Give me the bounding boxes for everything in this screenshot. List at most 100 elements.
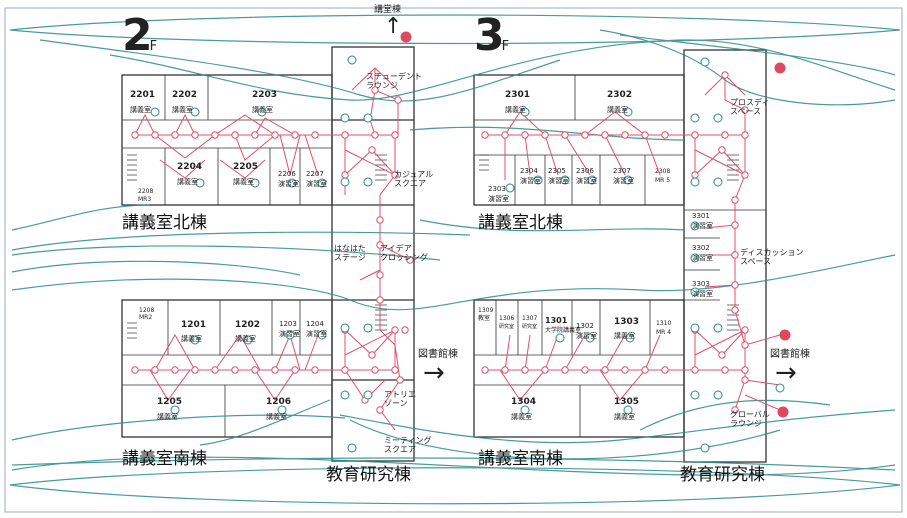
room-1303: 1303 [614, 317, 640, 327]
room-2206-type: 演習室 [278, 180, 299, 188]
room-1309-type: 教室 [478, 315, 491, 322]
room-3303: 3303 [692, 280, 710, 288]
room-1204-type: 演習室 [306, 330, 327, 338]
room-2203-type: 講義室 [252, 106, 273, 114]
space-prosody-space: プロスディ スペース [730, 98, 770, 116]
room-3302-type: 演習室 [692, 254, 713, 262]
room-2304: 2304 [520, 167, 538, 175]
room-1208: 1208 [139, 307, 155, 314]
room-2306-type: 演習室 [576, 177, 597, 185]
space-discussion-space: ディスカッション スペース [740, 248, 804, 266]
room-2208-type: MR3 [138, 196, 152, 203]
room-3303-type: 演習室 [692, 290, 713, 298]
room-2202: 2202 [172, 90, 198, 100]
space-meeting-square: ミーティング スクエア [384, 436, 432, 454]
route-lines [134, 67, 781, 431]
room-1205-type: 講義室 [157, 413, 178, 421]
room-1306: 1306 [499, 315, 515, 322]
direction-library-3f: 図書館棟 [770, 349, 810, 360]
room-1306-type: 研究室 [499, 324, 515, 330]
space-student-lounge: スチューデント ラウンジ [366, 72, 422, 90]
room-1203: 1203 [279, 320, 297, 328]
room-1304: 1304 [511, 397, 537, 407]
room-2302-type: 講義室 [607, 106, 628, 114]
border [4, 7, 903, 513]
building-north-3f: 講義室北棟 [478, 213, 563, 233]
room-1206-type: 講義室 [266, 413, 287, 421]
room-2207-type: 演習室 [306, 180, 327, 188]
room-2306: 2306 [576, 167, 594, 175]
room-1302-type: 演習室 [576, 332, 597, 340]
room-2301: 2301 [505, 90, 531, 100]
room-2204: 2204 [177, 162, 203, 172]
room-1205: 1205 [157, 397, 183, 407]
walls-3f [473, 49, 767, 463]
room-2302: 2302 [607, 90, 633, 100]
room-1305-type: 講義室 [614, 413, 635, 421]
up-arrow-icon: ↑ [384, 14, 403, 39]
right-arrow-icon: → [775, 358, 797, 388]
room-1204: 1204 [306, 320, 324, 328]
flow-lines [9, 14, 901, 505]
right-arrow-icon: → [423, 358, 445, 388]
space-casual-square: カジュアル スクエア [394, 170, 434, 188]
room-2202-type: 講義室 [172, 106, 193, 114]
room-1307: 1307 [522, 315, 538, 322]
direction-lecture-building: 講堂棟 [374, 5, 402, 15]
space-atelier: アトリエ ゾーン [384, 390, 416, 408]
room-1206: 1206 [266, 397, 292, 407]
building-research-2f: 教育研究棟 [326, 465, 411, 485]
room-1309: 1309 [478, 307, 494, 314]
room-2304-type: 演習室 [520, 177, 541, 185]
route-nodes [131, 71, 749, 414]
space-idea-crossing: アイデア クロッシング [380, 244, 428, 262]
floor-label-3f: 3F [474, 14, 509, 69]
room-markers [150, 55, 785, 453]
direction-library-2f: 図書館棟 [418, 349, 458, 360]
floor-suffix: F [501, 39, 510, 54]
room-2307-type: 演習室 [613, 177, 634, 185]
floor-label-2f: 2F [122, 14, 157, 69]
room-1208-type: MR2 [139, 314, 153, 321]
room-1304-type: 講義室 [511, 413, 532, 421]
room-2205-type: 講義室 [233, 178, 254, 186]
room-1203-type: 演習室 [279, 330, 300, 338]
room-3301: 3301 [692, 212, 710, 220]
room-2303-type: 演習室 [488, 195, 509, 203]
room-2308-type: MR 5 [655, 177, 671, 184]
room-1301-type: 大学院講義室 [545, 327, 582, 334]
stairs [127, 154, 739, 339]
room-3301-type: 演習室 [692, 222, 713, 230]
room-2301-type: 講義室 [505, 106, 526, 114]
room-2205: 2205 [233, 162, 259, 172]
space-hanahata-stage: はなはた ステージ [334, 244, 366, 262]
room-2305-type: 演習室 [548, 177, 569, 185]
building-south-2f: 講義室南棟 [122, 449, 207, 469]
room-1310-type: MR 4 [656, 329, 672, 336]
room-2305: 2305 [548, 167, 566, 175]
building-north-2f: 講義室北棟 [122, 213, 207, 233]
building-research-3f: 教育研究棟 [680, 465, 765, 485]
space-global-lounge: グローバル ラウンジ [730, 410, 770, 428]
floor-number: 2 [122, 10, 153, 61]
room-1307-type: 研究室 [522, 324, 538, 330]
destination-markers [400, 31, 791, 418]
building-south-3f: 講義室南棟 [478, 449, 563, 469]
room-2207: 2207 [306, 170, 324, 178]
room-2201-type: 講義室 [130, 106, 151, 114]
room-3302: 3302 [692, 244, 710, 252]
room-1201: 1201 [181, 320, 207, 330]
room-2204-type: 講義室 [177, 178, 198, 186]
room-2308: 2308 [655, 168, 671, 175]
room-1310: 1310 [656, 320, 672, 327]
floor-suffix: F [149, 39, 158, 54]
room-2203: 2203 [252, 90, 278, 100]
room-1303-type: 講義室 [614, 332, 635, 340]
room-1201-type: 講義室 [181, 335, 202, 343]
room-1305: 1305 [614, 397, 640, 407]
room-1202: 1202 [235, 320, 261, 330]
room-2307: 2307 [613, 167, 631, 175]
floor-number: 3 [474, 10, 505, 61]
room-2206: 2206 [278, 170, 296, 178]
